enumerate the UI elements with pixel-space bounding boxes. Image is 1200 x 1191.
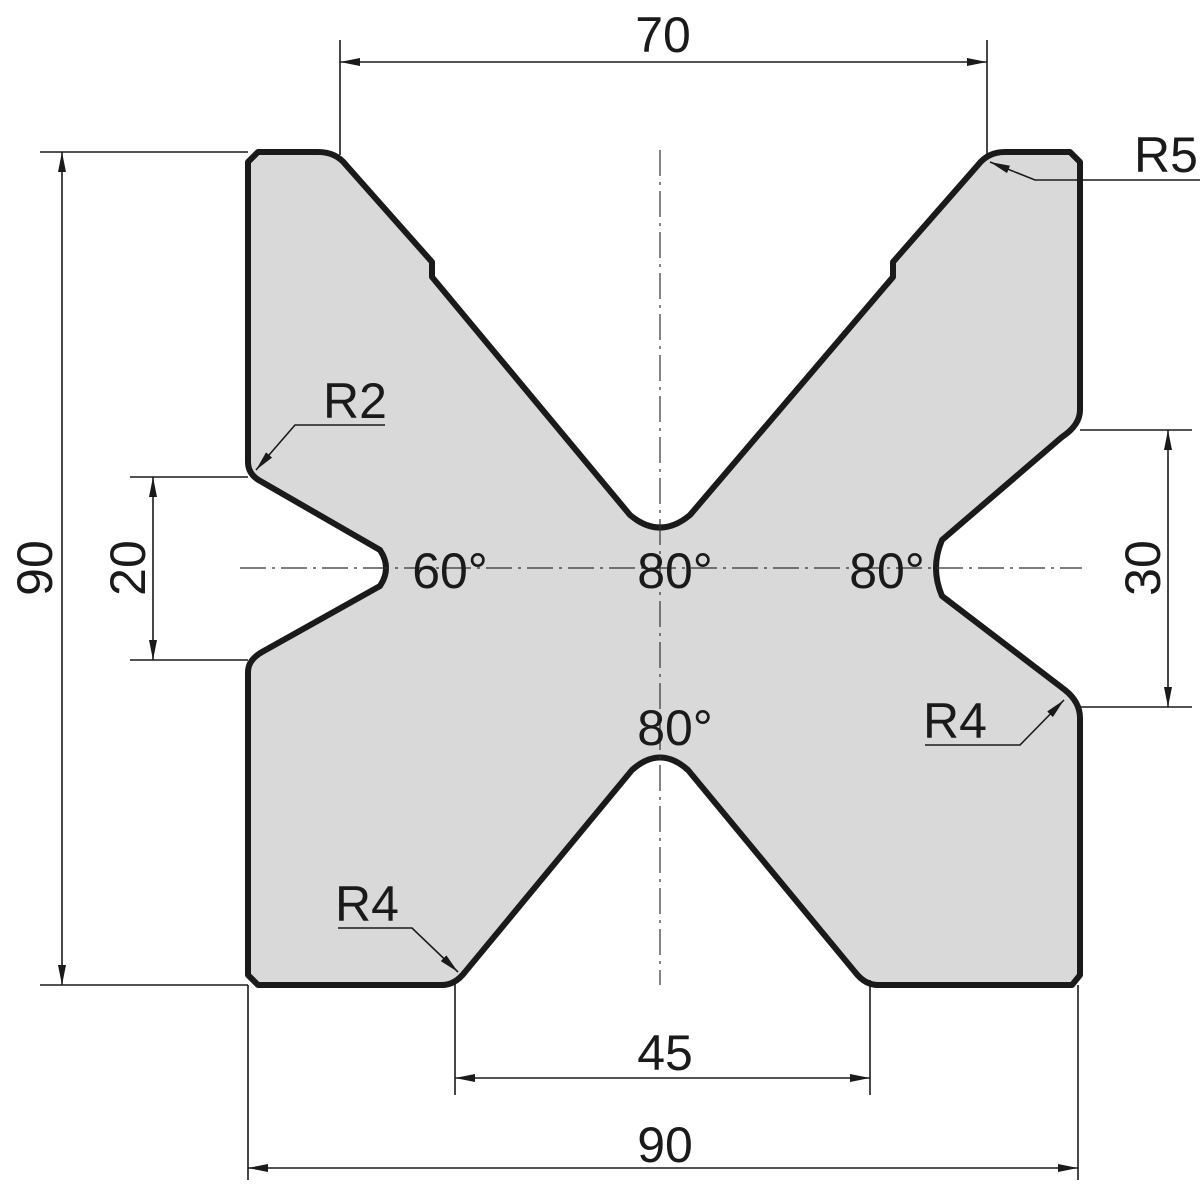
- svg-text:70: 70: [635, 7, 691, 63]
- svg-text:R4: R4: [923, 693, 987, 749]
- svg-text:R2: R2: [323, 373, 387, 429]
- angle-bottom-vee: 80°: [637, 700, 713, 756]
- radius-callout-top-right: R5: [989, 127, 1200, 183]
- svg-text:90: 90: [637, 1117, 693, 1173]
- svg-text:90: 90: [7, 540, 63, 596]
- dimension-right-vee: 30: [1080, 429, 1192, 708]
- svg-text:R5: R5: [1134, 127, 1198, 183]
- dimension-top-width: 70: [339, 7, 988, 155]
- radius-callout-left: R2: [255, 373, 387, 471]
- angle-left-vee: 60°: [412, 543, 488, 599]
- svg-text:30: 30: [1115, 540, 1171, 596]
- dimension-total-width: 90: [247, 985, 1079, 1180]
- dimension-total-height: 90: [7, 151, 248, 986]
- svg-text:20: 20: [100, 540, 156, 596]
- svg-text:R4: R4: [335, 876, 399, 932]
- dimension-left-vee: 20: [100, 476, 248, 661]
- radius-callout-right: R4: [923, 693, 1065, 749]
- radius-callout-bottom-left: R4: [335, 876, 459, 973]
- svg-text:45: 45: [637, 1025, 693, 1081]
- angle-top-vee: 80°: [637, 543, 713, 599]
- angle-right-vee: 80°: [849, 543, 925, 599]
- dimension-bottom-vee: 45: [454, 980, 871, 1095]
